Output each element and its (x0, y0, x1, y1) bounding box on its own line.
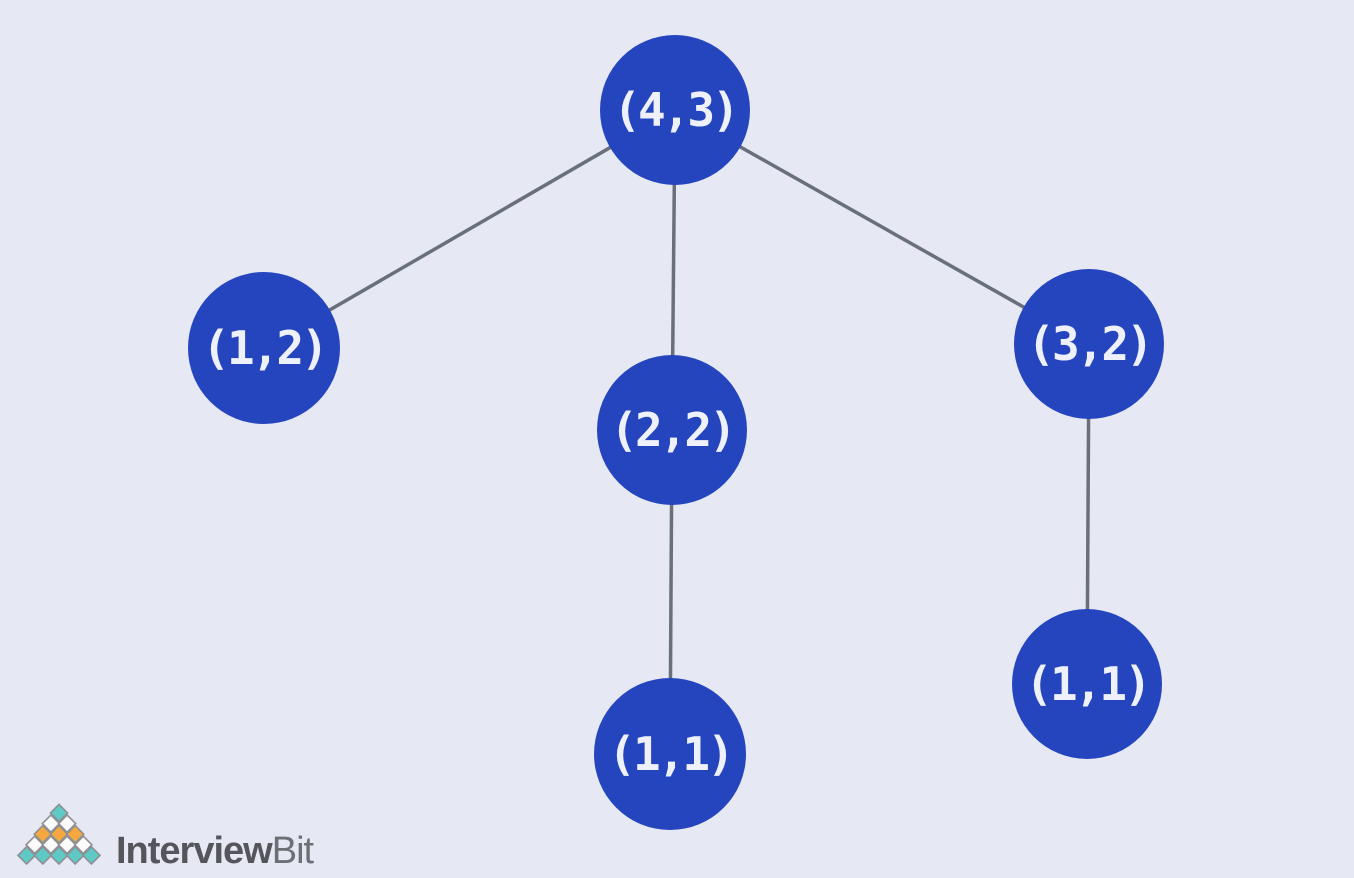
pyramid-diamond (57, 813, 77, 834)
pyramid-diamond (73, 835, 94, 855)
tree-node-right-child: (3,2) (1014, 269, 1164, 419)
wordmark-interview: Interview (116, 829, 273, 872)
pyramid-diamond (57, 835, 77, 855)
pyramid-diamond (49, 824, 69, 844)
tree-node-right-leaf: (1,1) (1012, 609, 1162, 759)
pyramid-diamond (41, 835, 61, 855)
pyramid-diamond (41, 813, 61, 834)
pyramid-diamond (33, 845, 53, 866)
tree-node-left-child: (1,2) (188, 272, 340, 424)
tree-edge (263, 108, 676, 350)
wordmark-bit: Bit (271, 829, 314, 872)
tree-edge (674, 108, 1090, 346)
pyramid-diamond (65, 824, 85, 844)
pyramid-diamond (81, 845, 102, 866)
pyramid-diamond (33, 824, 53, 844)
pyramid-diamond (24, 835, 45, 855)
pyramid-diamond (49, 803, 69, 823)
interviewbit-pyramid-icon (16, 803, 102, 866)
tree-node-root: (4,3) (600, 35, 750, 185)
tree-node-middle-child: (2,2) (597, 355, 747, 505)
pyramid-diamond (65, 845, 85, 866)
interviewbit-logo: InterviewBit (16, 803, 314, 870)
pyramid-diamond (49, 845, 69, 866)
tree-node-middle-leaf: (1,1) (594, 678, 746, 830)
pyramid-diamond (16, 845, 37, 866)
interviewbit-wordmark: InterviewBit (116, 832, 314, 870)
